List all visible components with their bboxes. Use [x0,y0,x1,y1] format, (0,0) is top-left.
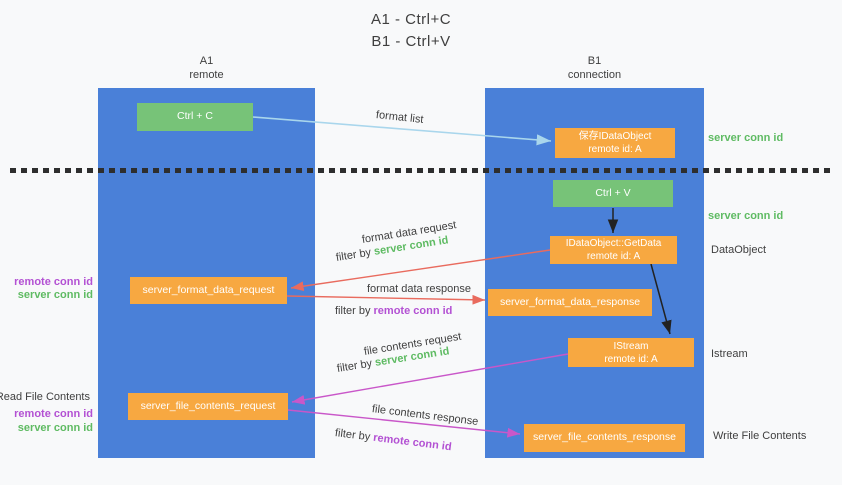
format-request-to-response-arrow [286,294,486,305]
column-a-subtitle: remote [189,69,224,82]
write-file-contents-label: Write File Contents [713,430,807,442]
title-line-2: B1 - Ctrl+V [371,32,451,50]
column-b-name: B1 [587,55,602,67]
server-conn-id-right-2: server conn id [708,210,784,222]
server-format-data-response-label: server_format_data_response [499,295,641,308]
column-b-header: B1 connection [485,54,704,83]
remote-conn-id-left-1: remote conn id [14,276,93,288]
getdata-line2: remote id: A [586,251,641,262]
remote-conn-id-text: remote conn id [373,305,453,317]
column-b-subtitle: connection [567,69,622,82]
server-format-data-request-node: server_format_data_request [130,277,287,304]
save-dataobject-node: 保存IDataObject remote id: A [555,128,675,158]
ctrl-c-label: Ctrl + C [177,110,213,123]
dotted-separator [10,168,834,173]
filter-by-remote-conn-id-label-1: filter by remote conn id [335,305,452,317]
file-request-to-response-arrow [287,409,521,438]
istream-line2: remote id: A [604,353,658,365]
format-data-response-label: format data response [367,283,471,295]
save-dataobject-line1: 保存IDataObject [578,131,652,142]
read-file-contents-label: Read File Contents [0,391,90,403]
ctrl-c-node: Ctrl + C [137,103,253,131]
istream-line1: IStream [613,340,649,352]
getdata-to-format-request-arrow [290,249,551,292]
server-file-contents-response-node: server_file_contents_response [524,424,685,452]
server-format-data-request-label: server_format_data_request [142,283,275,296]
column-a-header: A1 remote [98,54,315,83]
format-list-arrow [252,116,552,146]
istream-to-file-request-arrow [291,353,569,405]
getdata-line1: IDataObject::GetData [565,238,662,249]
server-conn-id-right-1: server conn id [708,132,784,144]
ctrl-v-label: Ctrl + V [595,186,631,199]
server-file-contents-request-node: server_file_contents_request [128,393,288,420]
title-line-1: A1 - Ctrl+C [370,11,452,28]
server-conn-id-left-1: server conn id [17,289,93,301]
server-file-contents-request-label: server_file_contents_request [140,399,276,412]
server-format-data-response-node: server_format_data_response [488,289,652,316]
getdata-node: IDataObject::GetData remote id: A [550,236,677,264]
istream-side-label: Istream [711,348,748,360]
getdata-to-istream-arrow [650,263,672,335]
dataobject-label: DataObject [711,244,767,256]
remote-conn-id-left-2: remote conn id [14,408,93,420]
save-dataobject-line2: remote id: A [588,144,642,155]
server-conn-id-left-2: server conn id [17,422,93,434]
column-a-name: A1 [199,55,214,67]
istream-node: IStream remote id: A [568,338,694,367]
filter-by-text: filter by [335,305,371,317]
ctrl-v-node: Ctrl + V [553,180,673,207]
server-file-contents-response-label: server_file_contents_response [532,431,676,444]
diagram-title: A1 - Ctrl+C B1 - Ctrl+V [0,9,822,53]
